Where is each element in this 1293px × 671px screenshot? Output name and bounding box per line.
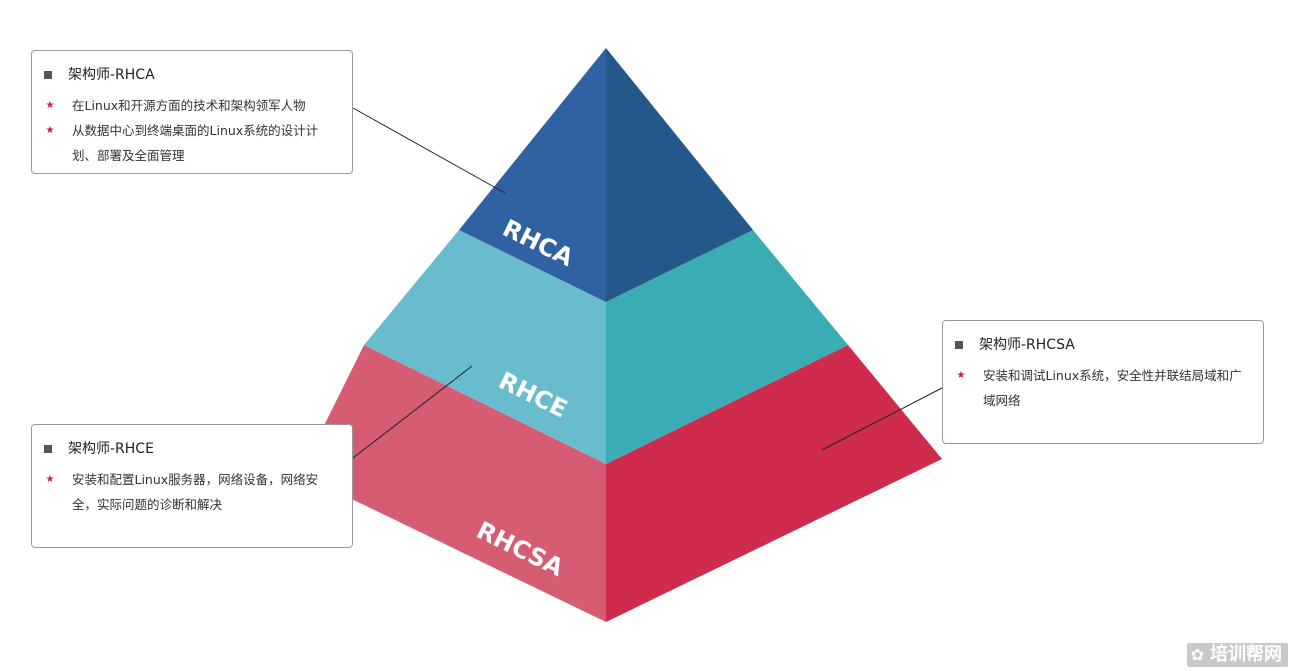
rhcsa-bullet-text: 安装和调试Linux系统，安全性并联结局域和广域网络 (983, 368, 1242, 408)
rhca-callout: 架构师-RHCA ★ 在Linux和开源方面的技术和架构领军人物 ★ 从数据中心… (31, 50, 353, 174)
rhcsa-bullet-item: ★ 安装和调试Linux系统，安全性并联结局域和广域网络 (955, 363, 1251, 413)
rhcsa-tier-right-face (606, 345, 942, 622)
rhcsa-callout: 架构师-RHCSA ★ 安装和调试Linux系统，安全性并联结局域和广域网络 (942, 320, 1264, 444)
rhcsa-title-text: 架构师-RHCSA (979, 337, 1075, 353)
rhca-tier-right-face (606, 48, 753, 302)
rhca-bullet-text: 在Linux和开源方面的技术和架构领军人物 (72, 98, 306, 113)
rhce-callout: 架构师-RHCE ★ 安装和配置Linux服务器，网络设备，网络安全，实际问题的… (31, 424, 353, 548)
rhca-bullet-item: ★ 在Linux和开源方面的技术和架构领军人物 (44, 93, 340, 118)
star-icon: ★ (45, 100, 55, 111)
watermark-logo: ✿ 培训帮网 (1186, 643, 1288, 667)
star-icon: ★ (956, 370, 966, 381)
rhca-bullet-text: 从数据中心到终端桌面的Linux系统的设计计划、部署及全面管理 (72, 123, 319, 163)
flower-icon: ✿ (1190, 645, 1204, 664)
rhca-bullet-item: ★ 从数据中心到终端桌面的Linux系统的设计计划、部署及全面管理 (44, 118, 340, 168)
star-icon: ★ (45, 125, 55, 136)
rhce-title-text: 架构师-RHCE (68, 441, 154, 457)
rhcsa-connector-line (821, 387, 943, 451)
square-bullet-icon (955, 341, 963, 349)
rhcsa-callout-title: 架构师-RHCSA (955, 335, 1251, 355)
rhce-tier-right-face (606, 230, 848, 464)
square-bullet-icon (44, 71, 52, 79)
watermark-text: 培训帮网 (1210, 644, 1282, 665)
rhca-tier-left-face (459, 48, 606, 302)
rhce-bullet-text: 安装和配置Linux服务器，网络设备，网络安全，实际问题的诊断和解决 (72, 472, 319, 512)
rhce-connector-line (352, 365, 473, 459)
rhca-callout-title: 架构师-RHCA (44, 65, 340, 85)
rhcsa-tier-left-face (300, 345, 606, 622)
rhce-tier-left-face (364, 230, 606, 464)
rhca-connector-line (352, 107, 506, 194)
square-bullet-icon (44, 445, 52, 453)
rhce-bullet-item: ★ 安装和配置Linux服务器，网络设备，网络安全，实际问题的诊断和解决 (44, 467, 340, 517)
rhce-callout-title: 架构师-RHCE (44, 439, 340, 459)
rhca-title-text: 架构师-RHCA (68, 67, 155, 83)
star-icon: ★ (45, 474, 55, 485)
